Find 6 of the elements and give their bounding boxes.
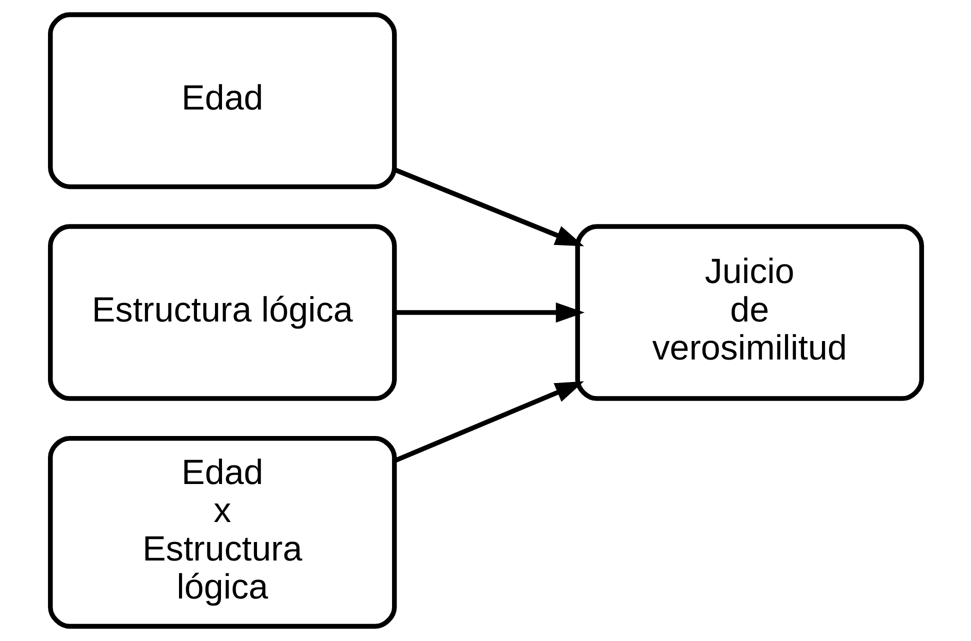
arrow (393, 168, 584, 246)
arrow (394, 302, 584, 323)
node-box: Edad x Estructura lógica (47, 436, 396, 629)
node-box: Edad (47, 12, 396, 190)
node-box: Juicio de verosimilitud (574, 224, 924, 401)
node-box: Estructura lógica (47, 224, 396, 401)
